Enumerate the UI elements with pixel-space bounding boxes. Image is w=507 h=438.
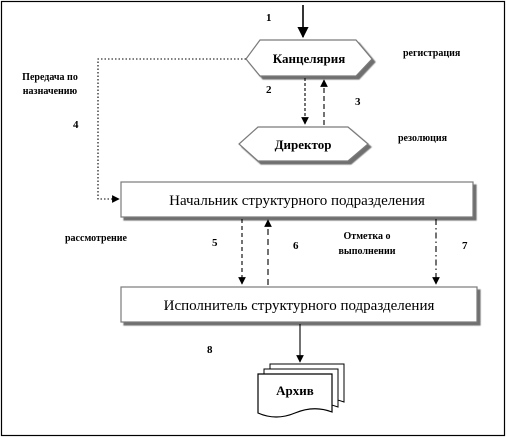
- label-transfer-line2: назначению: [23, 86, 78, 97]
- node-head: Начальник структурного подразделения: [120, 181, 474, 218]
- node-executor-label: Исполнитель структурного подразделения: [164, 298, 435, 314]
- arrow-transfer-to-head: [97, 58, 246, 203]
- label-registration: регистрация: [403, 48, 461, 59]
- node-director: Директор: [238, 126, 369, 162]
- node-chancellery: Канцелярия: [245, 39, 373, 77]
- step-number-4: 4: [73, 119, 79, 131]
- node-archive-label: Архив: [276, 383, 314, 398]
- node-chancellery-label: Канцелярия: [273, 51, 346, 66]
- label-transfer-line1: Передача по: [22, 72, 78, 83]
- step-number-3: 3: [355, 96, 361, 108]
- step-number-2: 2: [266, 84, 272, 96]
- label-consideration: рассмотрение: [65, 233, 128, 244]
- node-archive: Архив: [257, 363, 345, 418]
- step-number-7: 7: [462, 240, 468, 252]
- label-resolution: резолюция: [398, 133, 448, 144]
- step-number-5: 5: [212, 237, 218, 249]
- step-number-1: 1: [266, 12, 272, 24]
- step-number-6: 6: [293, 240, 299, 252]
- label-mark-line1: Отметка о: [344, 231, 391, 242]
- step-number-8: 8: [207, 344, 213, 356]
- label-mark-line2: выполнении: [339, 246, 396, 257]
- node-head-label: Начальник структурного подразделения: [169, 193, 425, 209]
- node-executor: Исполнитель структурного подразделения: [120, 286, 478, 323]
- node-director-label: Директор: [275, 137, 332, 152]
